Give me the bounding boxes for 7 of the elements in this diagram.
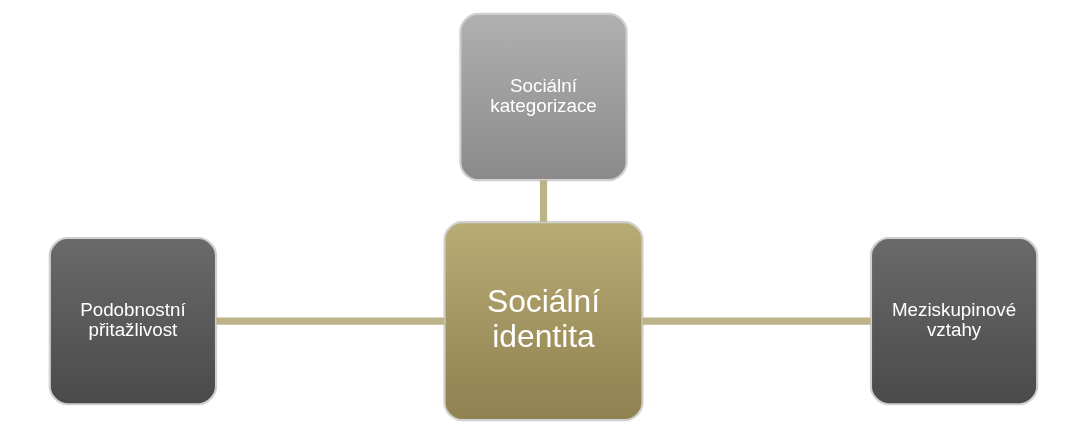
connector [642,317,871,325]
connector [215,317,444,325]
node-box: Sociální kategorizace [458,12,628,182]
node-box: Meziskupinové vztahy [869,236,1038,406]
node-box: Sociální identita [442,220,644,422]
connector [539,180,547,222]
node-box: Podobnostní přitažlivost [48,236,217,406]
